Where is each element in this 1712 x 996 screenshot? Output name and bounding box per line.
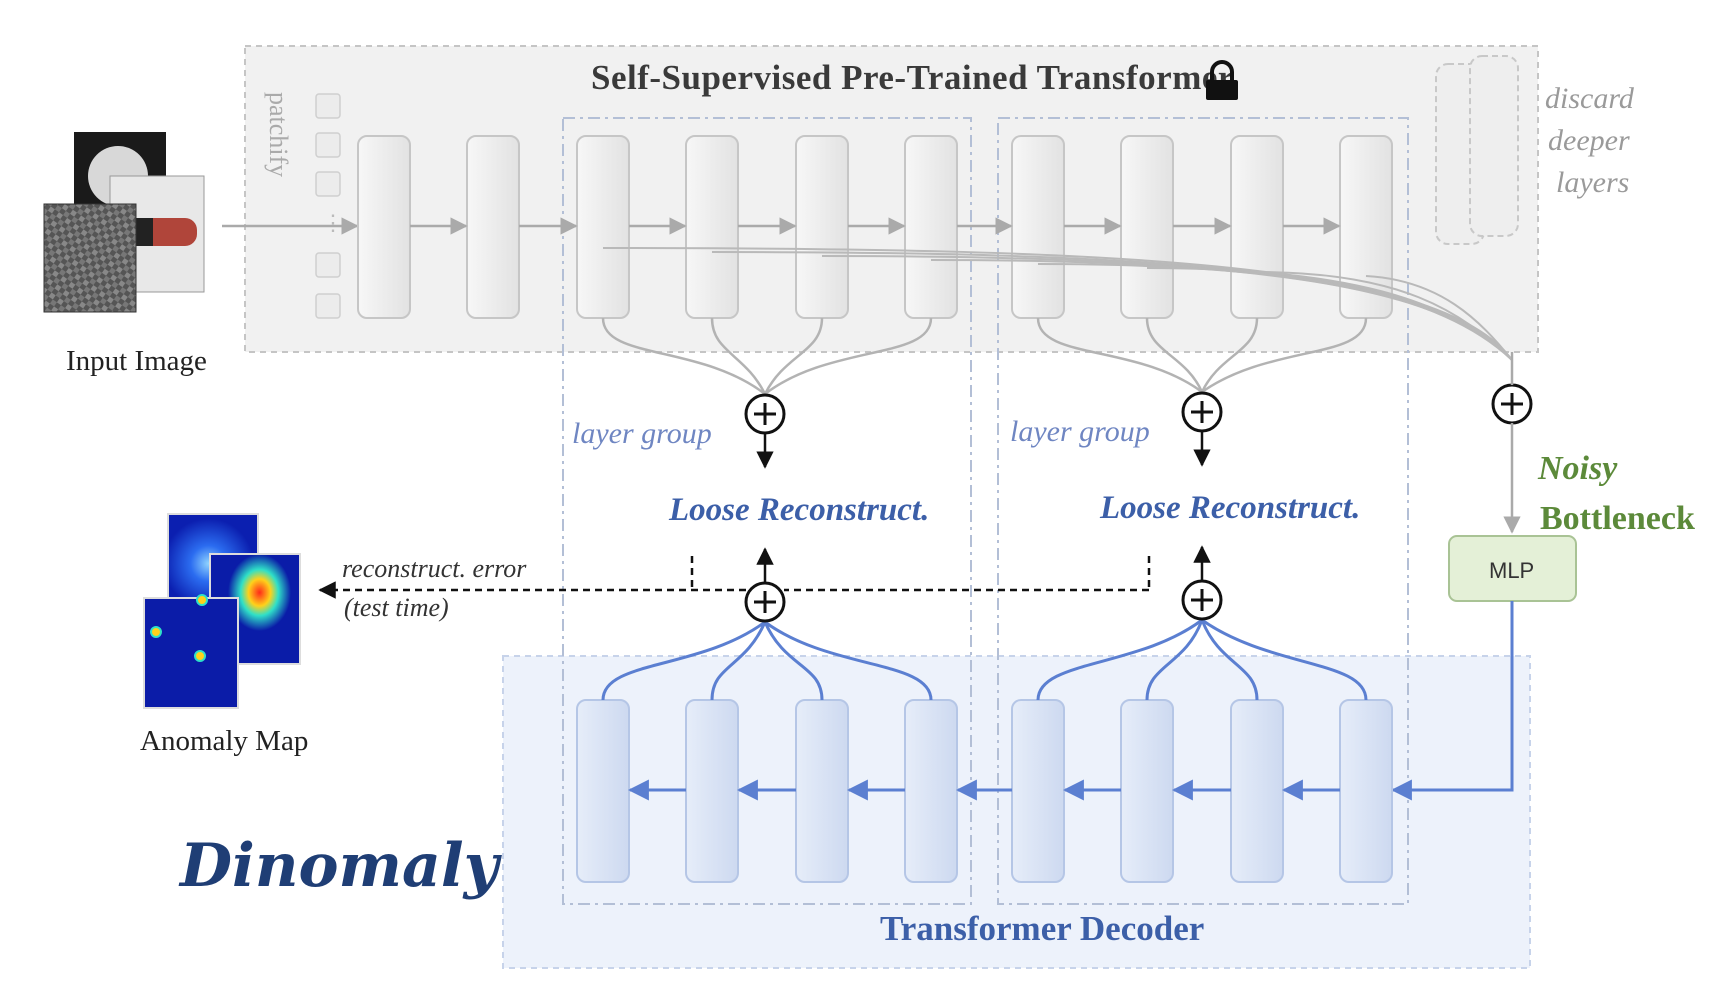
decoder-title: Transformer Decoder xyxy=(880,909,1204,948)
decoder-block-2 xyxy=(685,699,739,883)
lock-icon xyxy=(1206,60,1238,100)
encoder-block-7 xyxy=(1011,135,1065,319)
discard-label-line3: layers xyxy=(1556,166,1629,199)
patch-token xyxy=(315,93,341,119)
right-group-merge-lines xyxy=(1036,317,1368,394)
bottleneck-sum xyxy=(1491,383,1533,425)
left-group-merge-lines xyxy=(601,317,933,395)
encoder-block-8 xyxy=(1120,135,1174,319)
discard-label-line2: deeper xyxy=(1548,124,1630,157)
layer-group-box-right xyxy=(997,117,1409,905)
encoder-block-9 xyxy=(1230,135,1284,319)
patch-token xyxy=(315,171,341,197)
decoder-block-8 xyxy=(1339,699,1393,883)
encoder-sum-right xyxy=(1181,391,1223,433)
decoder-block-7 xyxy=(1230,699,1284,883)
bottleneck-feed-lines xyxy=(602,247,1513,361)
mlp-to-decoder-line xyxy=(1390,601,1514,801)
loose-reconstruct-left: Loose Reconstruct. xyxy=(668,492,929,528)
noisy-label: Noisy xyxy=(1537,450,1618,487)
decoder-block-1 xyxy=(576,699,630,883)
decoder-block-4 xyxy=(904,699,958,883)
decoder-left-merge-lines xyxy=(601,620,933,701)
anomaly-map xyxy=(143,513,301,709)
encoder-panel xyxy=(244,45,1539,353)
patch-token xyxy=(315,132,341,158)
layer-group-label-left: layer group xyxy=(572,417,712,450)
decoder-block-3 xyxy=(795,699,849,883)
decoder-block-6 xyxy=(1120,699,1174,883)
encoder-block-4 xyxy=(685,135,739,319)
input-image xyxy=(43,132,205,313)
encoder-block-1 xyxy=(357,135,411,319)
encoder-title: Self-Supervised Pre-Trained Transformer xyxy=(591,58,1234,97)
encoder-blocks xyxy=(357,135,1393,319)
patchify-label: patchify xyxy=(264,92,293,177)
patch-tokens xyxy=(315,93,341,319)
patch-ellipsis: ⋮ xyxy=(322,210,344,235)
encoder-sum-left xyxy=(744,393,786,435)
dinomaly-logo: Dinomaly xyxy=(178,831,503,901)
reconstruct-error-line2: (test time) xyxy=(344,593,449,622)
patch-token xyxy=(315,252,341,278)
reconstruct-error-lines xyxy=(318,556,1151,599)
layer-group-box-left xyxy=(562,117,972,905)
decoder-sum-left xyxy=(744,581,786,623)
encoder-block-5 xyxy=(795,135,849,319)
discard-label-line1: discard xyxy=(1545,82,1635,115)
encoder-block-3 xyxy=(576,135,630,319)
input-image-label: Input Image xyxy=(66,345,207,377)
patch-token xyxy=(315,293,341,319)
discarded-blocks xyxy=(1435,55,1519,245)
encoder-block-2 xyxy=(466,135,520,319)
mlp-label: MLP xyxy=(1489,558,1534,583)
anomaly-map-label: Anomaly Map xyxy=(140,725,308,757)
reconstruct-error-line1: reconstruct. error xyxy=(342,554,527,583)
bottleneck-label: Bottleneck xyxy=(1540,500,1695,537)
encoder-block-6 xyxy=(904,135,958,319)
decoder-sum-right xyxy=(1181,579,1223,621)
decoder-right-merge-lines xyxy=(1036,618,1368,701)
loose-reconstruct-right: Loose Reconstruct. xyxy=(1099,490,1360,526)
decoder-block-5 xyxy=(1011,699,1065,883)
layer-group-label-right: layer group xyxy=(1010,415,1150,448)
